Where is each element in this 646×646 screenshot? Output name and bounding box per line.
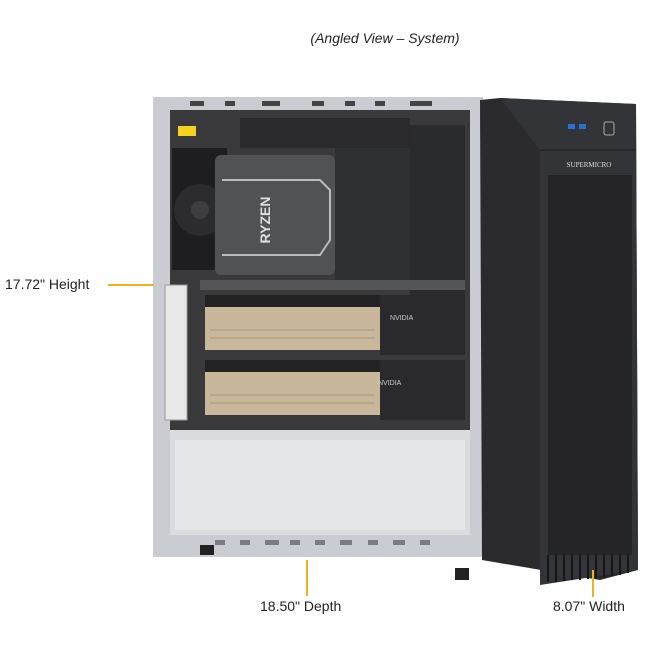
height-label: 17.72" Height — [5, 276, 90, 292]
view-caption: (Angled View – System) — [310, 30, 460, 46]
svg-text:NVIDIA: NVIDIA — [390, 315, 414, 322]
svg-text:RYZEN: RYZEN — [257, 197, 273, 244]
height-callout-line — [108, 284, 154, 286]
warning-label — [178, 126, 196, 136]
svg-text:NVIDIA: NVIDIA — [378, 380, 402, 387]
power-button — [603, 121, 615, 136]
usb-port — [568, 124, 575, 129]
chassis-front-panel: SUPERMICRO — [480, 98, 638, 585]
gpu-cards: NVIDIA NVIDIA — [164, 280, 465, 421]
depth-callout-line — [306, 560, 308, 596]
svg-text:SUPERMICRO: SUPERMICRO — [567, 161, 612, 169]
width-label: 8.07" Width — [553, 598, 625, 614]
usb-port — [579, 124, 586, 129]
width-callout-line — [592, 570, 594, 597]
depth-label: 18.50" Depth — [260, 598, 342, 614]
cpu-cooler: RYZEN — [215, 118, 415, 280]
